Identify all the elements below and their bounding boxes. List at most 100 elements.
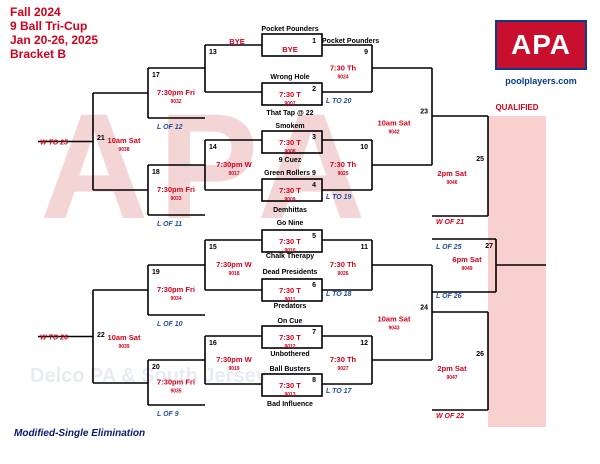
match-time: 7:30 T xyxy=(279,90,301,99)
match-time: 7:30pm Fri xyxy=(157,285,195,294)
routing-note: L OF 12 xyxy=(157,124,183,131)
match-code: 9032 xyxy=(170,99,181,105)
match-number: 3 xyxy=(312,134,316,141)
bye-label: BYE xyxy=(229,37,244,46)
match-code: 9024 xyxy=(337,75,348,81)
match-number: 6 xyxy=(312,282,316,289)
match-number: 4 xyxy=(312,182,316,189)
team-name: Go Nine xyxy=(277,220,304,227)
match-number: 1 xyxy=(312,38,316,45)
match-number: 22 xyxy=(97,332,105,339)
match-time: 7:30pm W xyxy=(216,260,252,269)
match-code: 9043 xyxy=(388,326,399,332)
match-time: 10am Sat xyxy=(378,315,411,324)
match-code: 9035 xyxy=(170,389,181,395)
team-name: Green Rollers 9 xyxy=(264,170,316,177)
match-code: 9033 xyxy=(170,196,181,202)
match-code: 9012 xyxy=(284,344,295,350)
match-number: 7 xyxy=(312,329,316,336)
match-time: 7:30pm W xyxy=(216,355,252,364)
match-code: 9019 xyxy=(228,366,239,372)
routing-note: L OF 25 xyxy=(436,244,462,251)
team-name: Ball Busters xyxy=(270,366,311,373)
match-code: 9017 xyxy=(228,171,239,177)
event-title: 9 Ball Tri-Cup xyxy=(10,19,88,33)
match-number: 9 xyxy=(364,49,368,56)
team-name: Unbothered xyxy=(270,351,309,358)
bye-label: BYE xyxy=(282,45,297,54)
match-number: 26 xyxy=(476,351,484,358)
team-name: That Tap @ 22 xyxy=(266,110,313,117)
match-number: 11 xyxy=(361,244,369,251)
team-name: Pocket Pounders xyxy=(261,26,318,33)
qualified-header: QUALIFIED xyxy=(495,103,539,112)
team-name: Chalk Therapy xyxy=(266,253,314,260)
bracket-name: Bracket B xyxy=(10,47,67,61)
routing-note: L OF 26 xyxy=(436,293,462,300)
team-name: 9 Cuez xyxy=(279,157,302,164)
match-number: 17 xyxy=(152,72,160,79)
match-time: 7:30 T xyxy=(279,381,301,390)
match-code: 9010 xyxy=(284,248,295,254)
match-time: 2pm Sat xyxy=(437,169,467,178)
routing-note: L OF 11 xyxy=(157,221,182,228)
routing-note: L TO 20 xyxy=(326,98,352,105)
match-number: 12 xyxy=(360,340,368,347)
match-code: 9009 xyxy=(284,197,295,203)
team-name: Predators xyxy=(274,303,307,310)
match-time: 7:30 T xyxy=(279,138,301,147)
match-number: 21 xyxy=(97,135,105,142)
match-box-5 xyxy=(261,229,323,253)
match-number: 18 xyxy=(152,169,160,176)
match-code: 9042 xyxy=(388,130,399,136)
match-number: 8 xyxy=(312,377,316,384)
match-code: 9034 xyxy=(170,296,181,302)
match-number: 19 xyxy=(152,269,160,276)
routing-note: W TO 26 xyxy=(40,335,68,342)
date-range: Jan 20-26, 2025 xyxy=(10,33,99,47)
match-box-8 xyxy=(261,373,323,397)
match-number: 13 xyxy=(209,49,217,56)
match-number: 24 xyxy=(420,305,428,312)
match-code: 9013 xyxy=(284,392,295,398)
routing-note: L TO 18 xyxy=(326,291,352,298)
match-time: 10am Sat xyxy=(108,136,141,145)
routing-note: W OF 21 xyxy=(436,219,464,226)
match-code: 9018 xyxy=(228,271,239,277)
qualified-column xyxy=(488,116,546,427)
match-number: 27 xyxy=(485,243,493,250)
match-time: 7:30 T xyxy=(279,186,301,195)
match-number: 14 xyxy=(209,144,217,151)
team-name: Dead Presidents xyxy=(263,269,318,276)
match-time: 7:30pm Fri xyxy=(157,88,195,97)
match-number: 5 xyxy=(312,233,316,240)
match-code: 9049 xyxy=(461,266,472,272)
apa-logo-mark: APA xyxy=(495,20,587,70)
apa-logo: APA poolplayers.com xyxy=(495,20,587,92)
match-time: 7:30 T xyxy=(279,286,301,295)
match-code: 9038 xyxy=(118,147,129,153)
apa-logo-url: poolplayers.com xyxy=(505,76,577,86)
match-number: 20 xyxy=(152,364,160,371)
routing-note: L TO 19 xyxy=(326,194,352,201)
match-time: 7:30 T xyxy=(279,333,301,342)
team-name: Wrong Hole xyxy=(270,74,309,81)
team-name: Demhittas xyxy=(273,207,307,214)
match-code: 9027 xyxy=(337,366,348,372)
match-code: 9007 xyxy=(284,101,295,107)
match-number: 25 xyxy=(476,156,484,163)
match-number: 10 xyxy=(360,144,368,151)
team-name: Smokem xyxy=(275,123,304,130)
match-code: 9039 xyxy=(118,344,129,350)
match-time: 7:30 Th xyxy=(330,160,357,169)
match-time: 10am Sat xyxy=(378,119,411,128)
match-code: 9026 xyxy=(337,271,348,277)
match-code: 9046 xyxy=(446,180,457,186)
match-time: 7:30pm W xyxy=(216,160,252,169)
match-time: 10am Sat xyxy=(108,333,141,342)
match-time: 7:30 Th xyxy=(330,260,357,269)
routing-note: W OF 22 xyxy=(436,413,464,420)
format-label: Modified-Single Elimination xyxy=(14,428,146,439)
